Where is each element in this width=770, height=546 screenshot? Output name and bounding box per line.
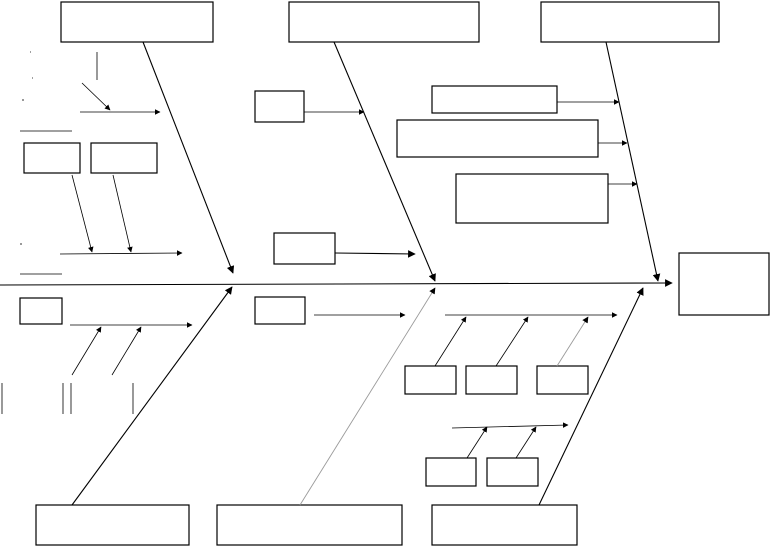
cause-box-13 bbox=[425, 457, 477, 487]
cause-rect bbox=[455, 173, 609, 224]
cause-rect bbox=[19, 297, 63, 325]
bone-bottom-2 bbox=[299, 287, 436, 506]
cause-rect bbox=[273, 232, 336, 265]
top-category-2 bbox=[288, 1, 480, 43]
sub-arrow bbox=[515, 426, 537, 459]
bottom-category-2 bbox=[216, 504, 403, 546]
category-box bbox=[431, 504, 578, 546]
bone-top-2 bbox=[333, 41, 436, 282]
cause-box-11 bbox=[465, 365, 518, 395]
category-box bbox=[540, 1, 720, 43]
cause-rect bbox=[254, 296, 306, 325]
sub-arrow bbox=[81, 82, 111, 111]
spine-line bbox=[0, 279, 673, 287]
cause-box-12 bbox=[536, 365, 589, 395]
cause-rect bbox=[23, 142, 81, 174]
cause-box-6 bbox=[396, 119, 599, 158]
bone-top-3 bbox=[605, 41, 661, 282]
cause-box-1 bbox=[23, 142, 81, 174]
sub-arrow bbox=[451, 422, 569, 429]
category-box bbox=[216, 504, 403, 546]
cause-box-14 bbox=[486, 457, 539, 487]
sub-arrow bbox=[334, 250, 416, 258]
cause-rect bbox=[486, 457, 539, 487]
cause-rect bbox=[465, 365, 518, 395]
cause-box-5 bbox=[431, 85, 558, 114]
cause-rect bbox=[431, 85, 558, 114]
sub-arrow bbox=[556, 316, 589, 367]
sub-arrow bbox=[71, 174, 94, 253]
category-box bbox=[288, 1, 480, 43]
cause-rect bbox=[90, 142, 158, 174]
sub-arrow bbox=[495, 316, 529, 367]
cause-box-8 bbox=[19, 297, 63, 325]
sub-arrow bbox=[59, 250, 183, 256]
cause-rect bbox=[396, 119, 599, 158]
bone-bottom-3 bbox=[538, 287, 644, 506]
cause-rect bbox=[254, 90, 305, 123]
cause-box-4 bbox=[273, 232, 336, 265]
category-box bbox=[60, 1, 214, 43]
cause-rect bbox=[404, 365, 457, 395]
sub-arrow bbox=[466, 426, 488, 459]
category-box bbox=[35, 504, 190, 546]
cause-box-2 bbox=[90, 142, 158, 174]
cause-rect bbox=[425, 457, 477, 487]
effect-head bbox=[678, 252, 770, 316]
cause-rect bbox=[536, 365, 589, 395]
sub-arrow bbox=[112, 174, 133, 253]
bottom-category-1 bbox=[35, 504, 190, 546]
bone-top-1 bbox=[142, 41, 235, 274]
cause-box-10 bbox=[404, 365, 457, 395]
sub-arrow bbox=[434, 316, 467, 367]
effect-box bbox=[678, 252, 770, 316]
top-category-3 bbox=[540, 1, 720, 43]
sub-arrow bbox=[111, 326, 142, 376]
top-category-1 bbox=[60, 1, 214, 43]
cause-box-7 bbox=[455, 173, 609, 224]
cause-box-9 bbox=[254, 296, 306, 325]
cause-box-3 bbox=[254, 90, 305, 123]
bottom-category-3 bbox=[431, 504, 578, 546]
sub-arrow bbox=[71, 326, 102, 376]
bone-bottom-1 bbox=[71, 286, 233, 506]
